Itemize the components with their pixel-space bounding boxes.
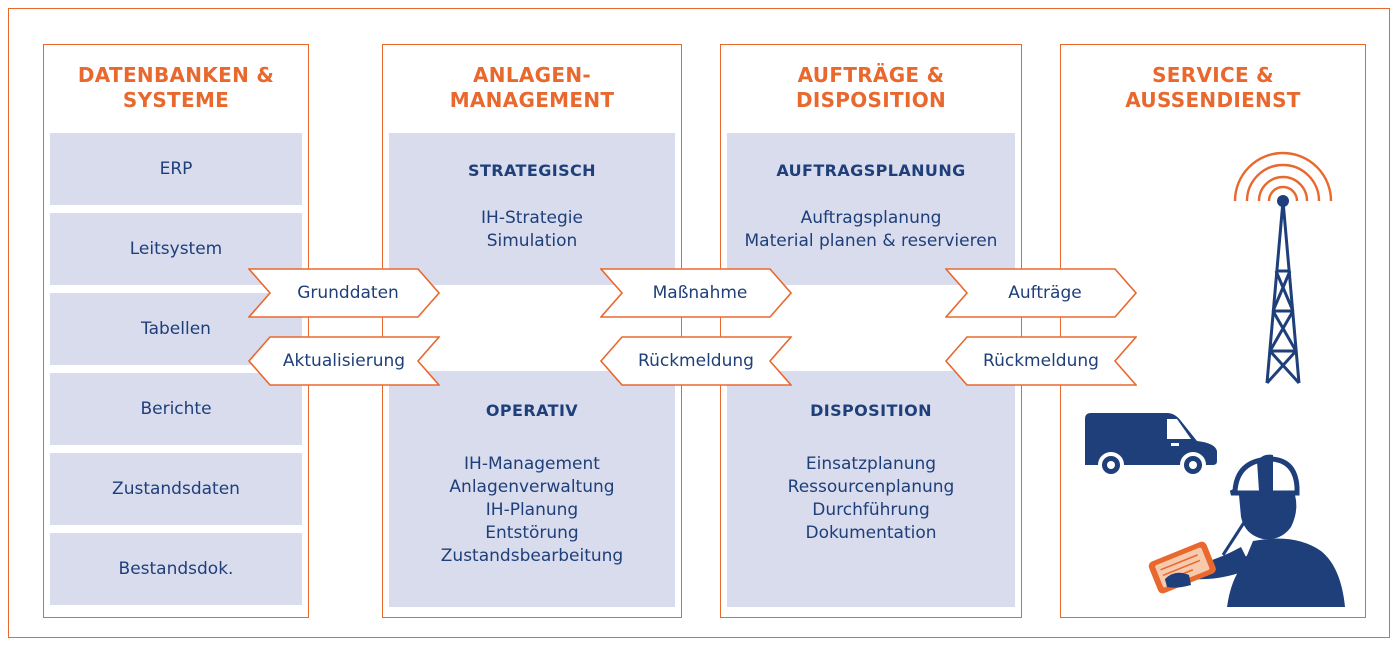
- panel-heading: OPERATIV: [485, 401, 579, 420]
- stack-item-bestandsdok: Bestandsdok.: [50, 533, 302, 605]
- flow-label: Aktualisierung: [282, 351, 406, 371]
- flow-arrow-rueckmeldung-1: Rückmeldung: [600, 336, 792, 386]
- flow-label: Grunddaten: [297, 283, 399, 303]
- panel-lines: IH-Management Anlagenverwaltung IH-Planu…: [440, 454, 624, 566]
- panel-lines: Auftragsplanung Material planen & reserv…: [744, 208, 998, 251]
- stack-item-berichte: Berichte: [50, 373, 302, 445]
- arrow-right-shape: [945, 268, 1137, 318]
- flow-label: Rückmeldung: [983, 351, 1099, 371]
- panel-heading: AUFTRAGSPLANUNG: [776, 161, 966, 180]
- flow-arrow-auftraege: Aufträge: [945, 268, 1137, 318]
- column-title: DATENBANKEN & SYSTEME: [77, 63, 275, 112]
- arrow-left-shape: [945, 336, 1137, 386]
- flow-arrow-aktualisierung: Aktualisierung: [248, 336, 440, 386]
- column-anlagen-management: ANLAGEN- MANAGEMENT STRATEGISCH IH-Strat…: [382, 44, 682, 618]
- flow-arrow-rueckmeldung-2: Rückmeldung: [945, 336, 1137, 386]
- column-auftraege-disposition: AUFTRÄGE & DISPOSITION AUFTRAGSPLANUNG A…: [720, 44, 1022, 618]
- diagram-frame: [8, 8, 1390, 638]
- stack-item-erp: ERP: [50, 133, 302, 205]
- stack-item-zustandsdaten: Zustandsdaten: [50, 453, 302, 525]
- panel-strategisch: STRATEGISCH IH-Strategie Simulation: [389, 133, 675, 285]
- arrow-left-shape: [600, 336, 792, 386]
- panel-heading: STRATEGISCH: [468, 161, 596, 180]
- panel-heading: DISPOSITION: [810, 401, 932, 420]
- panel-disposition: DISPOSITION Einsatzplanung Ressourcenpla…: [727, 371, 1015, 607]
- panel-lines: IH-Strategie Simulation: [481, 208, 583, 251]
- flow-label: Aufträge: [1008, 283, 1082, 303]
- column-databases: DATENBANKEN & SYSTEME ERP Leitsystem Tab…: [43, 44, 309, 618]
- column-title: SERVICE & AUSSENDIENST: [1125, 63, 1301, 112]
- panel-operativ: OPERATIV IH-Management Anlagenverwaltung…: [389, 371, 675, 607]
- arrow-right-shape: [600, 268, 792, 318]
- panel-auftragsplanung: AUFTRAGSPLANUNG Auftragsplanung Material…: [727, 133, 1015, 285]
- antenna-tower-icon: [1227, 151, 1339, 385]
- column-title: ANLAGEN- MANAGEMENT: [449, 63, 615, 112]
- flow-label: Maßnahme: [652, 283, 748, 303]
- flow-arrow-grunddaten: Grunddaten: [248, 268, 440, 318]
- flow-label: Rückmeldung: [638, 351, 754, 371]
- technician-with-tablet-icon: [1148, 454, 1345, 607]
- arrow-right-shape: [248, 268, 440, 318]
- column-service-aussendienst: SERVICE & AUSSENDIENST: [1060, 44, 1366, 618]
- flow-arrow-massnahme: Maßnahme: [600, 268, 792, 318]
- panel-lines: Einsatzplanung Ressourcenplanung Durchfü…: [787, 454, 955, 543]
- van-icon: [1085, 413, 1217, 477]
- column-title: AUFTRÄGE & DISPOSITION: [795, 63, 947, 112]
- arrow-left-shape: [248, 336, 440, 386]
